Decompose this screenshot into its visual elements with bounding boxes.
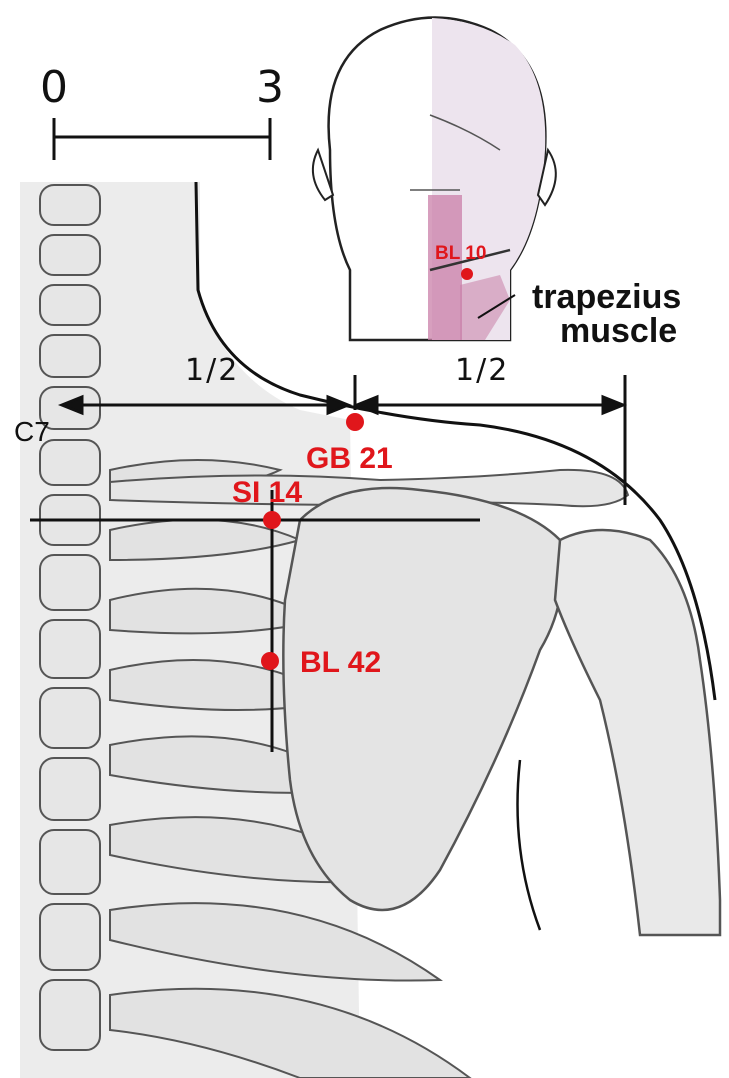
muscle-line-1: trapezius: [532, 280, 681, 314]
scale-bar: [54, 118, 270, 160]
trapezius-muscle-label: trapezius muscle: [532, 280, 681, 348]
bl10-label: BL 10: [435, 244, 486, 263]
gb21-label: GB 21: [306, 444, 393, 474]
bl42-label: BL 42: [300, 648, 381, 678]
scale-end-label: 3: [256, 66, 284, 110]
humerus: [555, 530, 720, 935]
left-ratio-label: 1/2: [185, 356, 239, 386]
c7-label: C7: [14, 418, 50, 446]
muscle-line-2: muscle: [532, 314, 681, 348]
bl10-point: [461, 268, 473, 280]
bl42-point: [261, 652, 279, 670]
head-inset: [313, 18, 556, 341]
torso-outline: [518, 760, 541, 930]
si14-point: [263, 511, 281, 529]
gb21-point: [346, 413, 364, 431]
si14-label: SI 14: [232, 478, 302, 508]
scale-start-label: 0: [40, 66, 68, 110]
right-ratio-label: 1/2: [455, 356, 509, 386]
